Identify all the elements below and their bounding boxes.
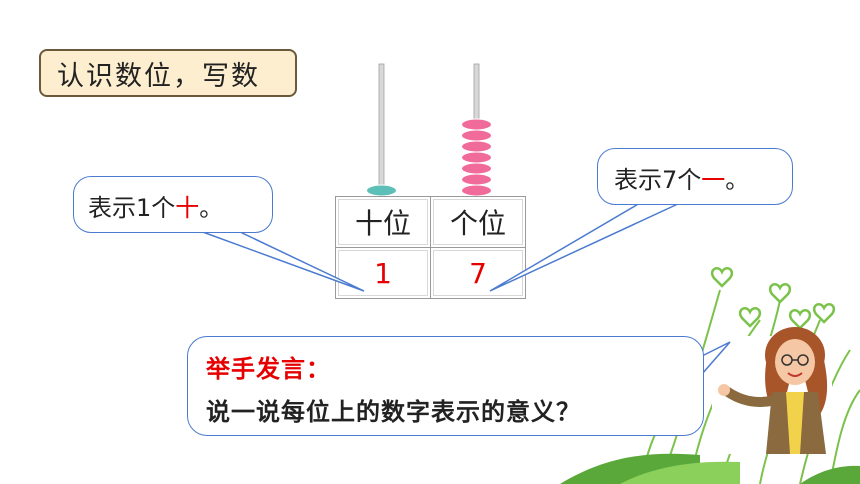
ones-bead: [461, 118, 492, 131]
callout-left-highlight: 十: [175, 194, 200, 222]
callout-right-prefix: 表示7个: [614, 166, 702, 194]
callout-tens-meaning: 表示1个十。: [73, 176, 273, 233]
callout-left-suffix: 。: [199, 194, 224, 222]
section-title: 认识数位，写数: [39, 49, 297, 97]
digit-tens: 1: [335, 247, 431, 299]
place-value-table: 十位 个位 1 7: [335, 196, 526, 299]
ones-bead: [461, 129, 492, 142]
callout-left-prefix: 表示1个: [88, 194, 176, 222]
tens-beads: [366, 184, 397, 197]
header-tens: 十位: [335, 196, 431, 248]
ones-bead: [461, 140, 492, 153]
ones-bead: [461, 184, 492, 197]
tens-rod: [378, 63, 385, 197]
ones-bead: [461, 173, 492, 186]
section-title-text: 认识数位，写数: [57, 60, 260, 92]
digit-ones: 7: [430, 247, 526, 299]
prompt-callout: 举手发言： 说一说每位上的数字表示的意义？: [187, 336, 704, 436]
header-ones: 个位: [430, 196, 526, 248]
ones-bead: [461, 162, 492, 175]
tens-bead: [366, 184, 397, 197]
prompt-title: 举手发言：: [206, 355, 331, 383]
callout-right-suffix: 。: [725, 166, 750, 194]
callout-right-highlight: 一: [701, 166, 726, 194]
ones-bead: [461, 151, 492, 164]
prompt-question: 说一说每位上的数字表示的意义？: [206, 398, 581, 426]
callout-ones-meaning: 表示7个一。: [597, 148, 793, 205]
ones-beads: [461, 118, 492, 197]
